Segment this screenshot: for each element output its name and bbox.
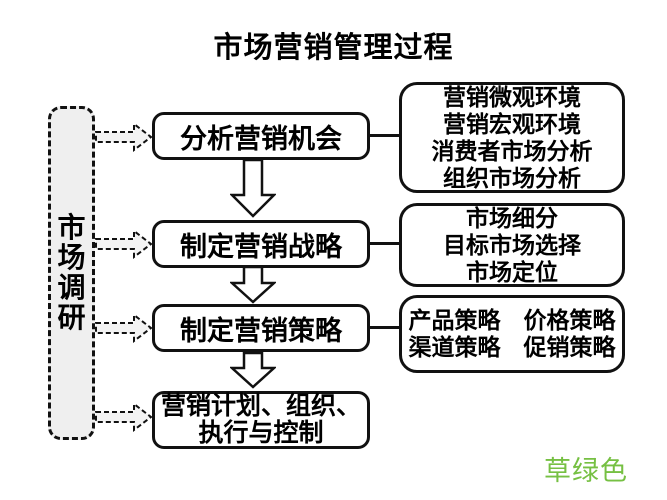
detail-line: 营销微观环境 — [443, 83, 581, 110]
step-label: 制定营销策略 — [180, 315, 342, 346]
detail-line: 产品策略 价格策略 — [408, 307, 616, 333]
detail-line: 市场定位 — [466, 258, 558, 285]
step-analyze-opportunities: 分析营销机会 — [152, 112, 370, 160]
connector-line — [370, 134, 399, 137]
detail-line: 组织市场分析 — [443, 164, 581, 191]
connector-line — [370, 326, 399, 329]
detail-line: 目标市场选择 — [443, 231, 581, 258]
step-label: 制定营销战略 — [180, 231, 342, 262]
dashed-arrow-right-icon — [95, 229, 153, 259]
step-plan-organize-execute-control: 营销计划、组织、 执行与控制 — [152, 391, 370, 449]
detail-4p-strategies: 产品策略 价格策略 渠道策略 促销策略 — [399, 295, 625, 373]
step-develop-strategy: 制定营销战略 — [152, 220, 370, 268]
dashed-arrow-right-icon — [95, 313, 153, 343]
research-char: 调 — [57, 272, 86, 303]
market-research-box: 市 场 调 研 — [48, 106, 95, 440]
detail-line: 消费者市场分析 — [431, 137, 593, 164]
step-label-line1: 营销计划、组织、 — [160, 392, 361, 420]
dashed-arrow-right-icon — [95, 122, 153, 152]
detail-line: 市场细分 — [466, 204, 558, 231]
down-arrow-icon — [230, 352, 276, 389]
detail-line: 渠道策略 促销策略 — [408, 334, 616, 360]
detail-environment-analysis: 营销微观环境 营销宏观环境 消费者市场分析 组织市场分析 — [399, 82, 625, 193]
dashed-arrow-right-icon — [95, 402, 153, 432]
step-label: 分析营销机会 — [180, 123, 342, 154]
connector-line — [370, 242, 399, 245]
step-develop-tactics: 制定营销策略 — [152, 304, 370, 352]
step-label-line2: 执行与控制 — [198, 419, 324, 447]
research-char: 研 — [57, 302, 86, 333]
watermark-text: 草绿色 — [544, 456, 628, 486]
research-char: 场 — [57, 242, 86, 273]
detail-line: 营销宏观环境 — [443, 110, 581, 137]
down-arrow-icon — [230, 159, 276, 218]
research-char: 市 — [57, 212, 86, 243]
detail-stp: 市场细分 目标市场选择 市场定位 — [399, 203, 625, 287]
down-arrow-icon — [230, 266, 276, 304]
page-title: 市场营销管理过程 — [213, 32, 454, 64]
